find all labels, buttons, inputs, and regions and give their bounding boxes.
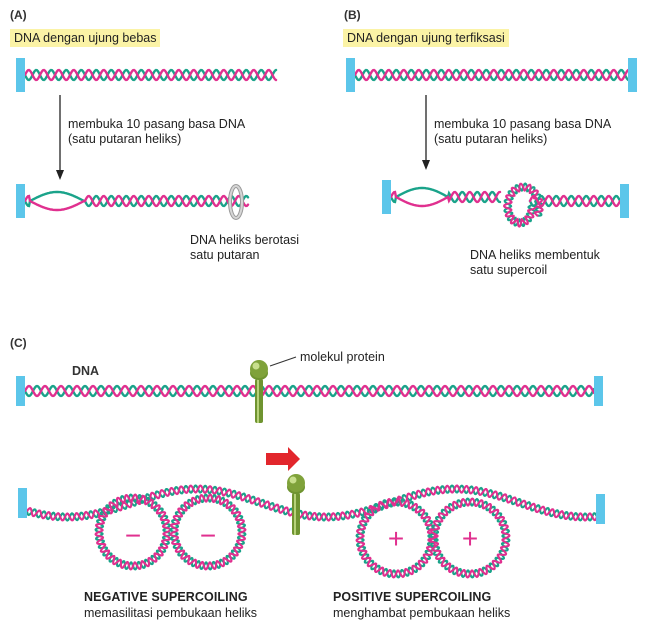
direction-arrow-icon (266, 447, 300, 471)
panel-label-a: (A) (10, 8, 27, 22)
dna-strand-teal (23, 384, 596, 398)
dna-end-cap (620, 184, 629, 218)
dna-end-cap (382, 180, 391, 214)
negative-supercoiling-title: NEGATIVE SUPERCOILING (84, 590, 248, 604)
panel-b-title: DNA dengan ujung terfiksasi (343, 29, 509, 47)
dna-strand-pink (23, 194, 250, 212)
protein-molecule-icon (250, 360, 268, 423)
dna-label: DNA (72, 364, 100, 378)
dna-strand-pink (94, 493, 172, 571)
dna-end-cap (346, 58, 355, 92)
plus-sign: + (462, 523, 478, 554)
plus-sign: + (388, 523, 404, 554)
protein-label: molekul protein (300, 350, 385, 364)
dna-strand-teal (389, 186, 502, 204)
dna-strand-pink (355, 497, 437, 579)
dna-strand-pink (169, 493, 247, 571)
dna-strand-pink (23, 68, 278, 82)
dna-end-cap (594, 376, 603, 406)
panel-b-result-line1: DNA heliks membentuk (470, 248, 600, 262)
positive-supercoiling-title: POSITIVE SUPERCOILING (333, 590, 492, 604)
dna-strand-pink (23, 384, 596, 398)
panel-a-step-line2: (satu putaran heliks) (68, 132, 182, 146)
dna-end-cap (596, 494, 605, 524)
minus-sign: − (125, 520, 141, 551)
dna-strand-pink (429, 497, 511, 579)
dna-end-cap (16, 184, 25, 218)
protein-leader-line (269, 356, 297, 367)
arrow-head-a (56, 170, 64, 180)
protein-molecule-icon (287, 474, 305, 535)
rotation-ring-icon (228, 184, 244, 220)
positive-supercoiling-desc: menghambat pembukaan heliks (333, 606, 511, 620)
dna-strand-teal (23, 190, 250, 208)
dna-strand-teal (23, 68, 278, 82)
panel-a-step-line1: membuka 10 pasang basa DNA (68, 117, 246, 131)
panel-b-step-line1: membuka 10 pasang basa DNA (434, 117, 612, 131)
panel-label-b: (B) (344, 8, 361, 22)
dna-strand-pink (389, 190, 502, 208)
panel-a-title: DNA dengan ujung bebas (10, 29, 161, 47)
dna-strand-pink (528, 194, 622, 208)
panel-label-c: (C) (10, 336, 27, 350)
dna-end-cap (16, 58, 25, 92)
panel-a-result-line2: satu putaran (190, 248, 260, 262)
dna-end-cap (16, 376, 25, 406)
arrow-head-b (422, 160, 430, 170)
minus-sign: − (200, 520, 216, 551)
dna-strand-pink (353, 68, 630, 82)
panel-b-step-line2: (satu putaran heliks) (434, 132, 548, 146)
panel-b-result-line2: satu supercoil (470, 263, 548, 277)
panel-a-result-line1: DNA heliks berotasi (190, 233, 300, 247)
dna-end-cap (628, 58, 637, 92)
dna-end-cap (18, 488, 27, 518)
negative-supercoiling-desc: memasilitasi pembukaan heliks (84, 606, 257, 620)
dna-strand-pink (25, 484, 599, 522)
